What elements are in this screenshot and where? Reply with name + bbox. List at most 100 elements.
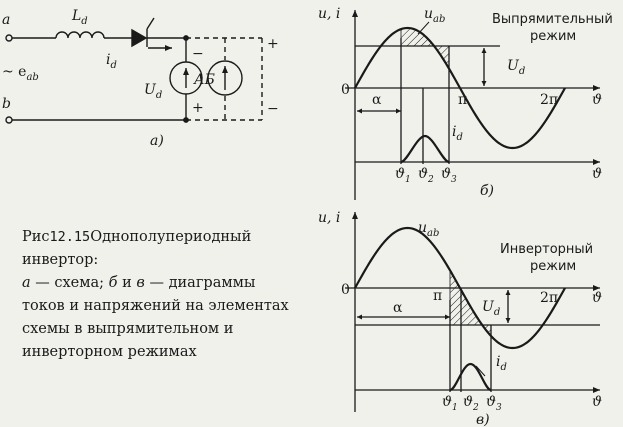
b-u-label: u	[424, 6, 433, 22]
c-subfigure: в)	[476, 412, 490, 427]
b-theta-lower: ϑ	[592, 166, 602, 182]
c-origin: 0	[341, 282, 350, 298]
node-a-label: a	[2, 12, 10, 28]
svg-text:ϑ1: ϑ1	[442, 394, 458, 413]
source-label: ~ e	[2, 64, 26, 80]
b-sine-curve	[354, 26, 566, 150]
inductor	[55, 31, 105, 39]
battery-label: АБ	[193, 72, 215, 88]
svg-text:uab: uab	[418, 220, 439, 239]
node-b-label: b	[2, 96, 11, 112]
plus-bottom-label: +	[192, 100, 204, 116]
caption-part-a: а	[22, 275, 31, 291]
c-id-sub: d	[500, 362, 506, 373]
caption-and: и	[117, 275, 137, 291]
svg-text:ϑ1: ϑ1	[395, 166, 411, 185]
b-mode-line1: Выпрямительный	[492, 12, 613, 27]
b-alpha: α	[372, 92, 382, 108]
inductor-label: L	[71, 8, 81, 24]
c-u-label: u	[418, 220, 427, 236]
c-theta3-sub: 3	[496, 403, 502, 413]
battery-symbol	[207, 60, 243, 96]
c-theta3: ϑ	[486, 394, 496, 410]
c-theta1-sub: 1	[452, 403, 458, 413]
b-theta-upper: ϑ	[592, 92, 602, 108]
c-sine-curve	[354, 226, 566, 350]
svg-text:id: id	[106, 52, 117, 71]
c-theta2: ϑ	[463, 394, 473, 410]
b-mode-line2: режим	[530, 29, 576, 44]
b-ud-label: U	[507, 58, 520, 74]
caption-title: Однополупериодный инвертор:	[22, 229, 252, 268]
c-alpha: α	[393, 300, 403, 316]
b-theta2-sub: 2	[427, 175, 434, 185]
c-u-sub: ab	[427, 228, 439, 239]
thyristor	[131, 17, 155, 48]
svg-text:Ud: Ud	[482, 299, 500, 318]
current-sub: d	[110, 60, 116, 71]
c-theta-lower: ϑ	[592, 394, 602, 410]
minus-top-label: −	[192, 46, 204, 62]
b-theta1-sub: 1	[405, 175, 411, 185]
c-y-label: u, i	[318, 210, 340, 226]
b-ud-sub: d	[519, 66, 525, 77]
b-current-pulse	[400, 134, 450, 164]
b-y-label: u, i	[318, 6, 340, 22]
b-theta3: ϑ	[441, 166, 451, 182]
b-id-label: i	[452, 124, 456, 140]
figure-caption: Рис12.15Однополупериодный инвертор: а — …	[22, 226, 292, 364]
circuit-labels: a b ~ eab Ld id Ud АБ − + + − а)	[2, 8, 279, 149]
b-theta2: ϑ	[418, 166, 428, 182]
svg-text:Ld: Ld	[71, 8, 88, 27]
b-two-pi: 2π	[540, 92, 558, 108]
current-label: i	[106, 52, 110, 68]
svg-text:ϑ3: ϑ3	[486, 394, 502, 413]
svg-text:Ud: Ud	[507, 58, 525, 77]
b-hatched-area	[400, 27, 450, 71]
c-theta-upper: ϑ	[592, 290, 602, 306]
c-mode-line2: режим	[530, 259, 576, 274]
minus-right-label: −	[267, 101, 279, 117]
subfigure-a-label: а)	[150, 133, 164, 149]
c-ud-sub: d	[494, 307, 500, 318]
caption-part-c: в	[136, 275, 145, 291]
c-pi: π	[433, 288, 442, 304]
b-pi: π	[458, 92, 467, 108]
b-origin: 0	[341, 82, 350, 98]
c-id-label: i	[496, 354, 500, 370]
svg-text:~ eab: ~ eab	[2, 64, 39, 83]
caption-number: 12.15	[49, 229, 91, 245]
b-subfigure: б)	[480, 183, 494, 199]
load-label: U	[144, 82, 157, 98]
svg-text:id: id	[496, 354, 507, 373]
plus-right-label: +	[267, 36, 279, 52]
svg-text:id: id	[452, 124, 463, 143]
c-ud-label: U	[482, 299, 495, 315]
svg-text:Ud: Ud	[144, 82, 162, 101]
source-sub: ab	[26, 72, 38, 83]
caption-part-a-text: — схема;	[30, 275, 109, 291]
c-two-pi: 2π	[540, 290, 558, 306]
terminal-a	[5, 34, 13, 42]
terminal-b	[5, 116, 13, 124]
circuit-diagram	[5, 17, 263, 124]
svg-text:ϑ2: ϑ2	[463, 394, 479, 413]
c-theta1: ϑ	[442, 394, 452, 410]
svg-text:ϑ2: ϑ2	[418, 166, 434, 185]
svg-text:ϑ3: ϑ3	[441, 166, 457, 185]
b-u-sub: ab	[433, 14, 445, 25]
c-current-pulse	[449, 362, 492, 392]
b-theta1: ϑ	[395, 166, 405, 182]
load-sub: d	[156, 90, 162, 101]
inverter-plot: u, i uab Инверторный режим 0 π 2π ϑ ϑ α …	[318, 210, 602, 427]
b-id-sub: d	[456, 132, 462, 143]
c-mode-line1: Инверторный	[500, 242, 593, 257]
caption-prefix: Рис	[22, 229, 50, 245]
b-theta3-sub: 3	[451, 175, 457, 185]
caption-rest: — диаграммы токов и напряжений на элемен…	[22, 275, 289, 360]
caption-part-b: б	[108, 275, 118, 291]
inductor-sub: d	[81, 16, 87, 27]
rectifier-plot: u, i uab Выпрямительный режим 0 π 2π ϑ ϑ…	[318, 6, 613, 200]
c-theta2-sub: 2	[472, 403, 479, 413]
